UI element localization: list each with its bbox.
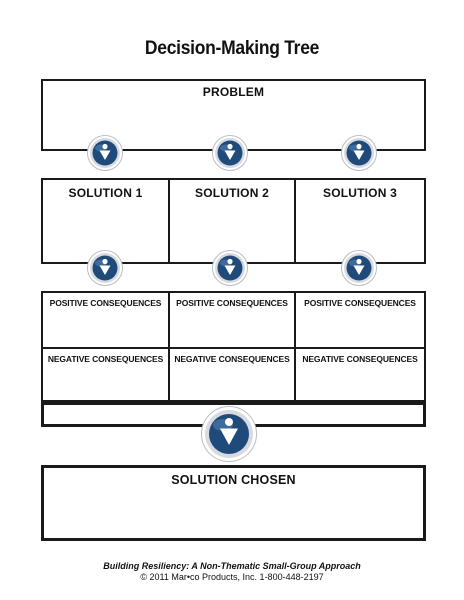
positive-consequences-label-2: POSITIVE CONSEQUENCES: [176, 298, 288, 308]
solution-2-box[interactable]: SOLUTION 2: [170, 180, 294, 262]
down-arrow-icon-large: [201, 406, 257, 462]
down-arrow-icon: [341, 135, 377, 171]
solution-1-box[interactable]: SOLUTION 1: [43, 180, 168, 262]
negative-consequences-label-2: NEGATIVE CONSEQUENCES: [174, 354, 290, 364]
down-arrow-icon: [341, 250, 377, 286]
down-arrow-icon: [212, 250, 248, 286]
consequence-divider-1: [168, 293, 170, 400]
solutions-row: SOLUTION 1 SOLUTION 2 SOLUTION 3: [41, 178, 426, 264]
negative-consequences-2[interactable]: NEGATIVE CONSEQUENCES: [170, 349, 294, 400]
positive-consequences-1[interactable]: POSITIVE CONSEQUENCES: [43, 293, 168, 347]
consequence-row-divider: [43, 347, 424, 349]
positive-consequences-label-1: POSITIVE CONSEQUENCES: [49, 298, 162, 308]
positive-consequences-label-3: POSITIVE CONSEQUENCES: [304, 298, 416, 308]
negative-consequences-label-3: NEGATIVE CONSEQUENCES: [302, 354, 418, 364]
page-title: Decision-Making Tree: [144, 38, 320, 59]
negative-consequences-3[interactable]: NEGATIVE CONSEQUENCES: [296, 349, 424, 400]
positive-consequences-3[interactable]: POSITIVE CONSEQUENCES: [296, 293, 424, 347]
solution-3-box[interactable]: SOLUTION 3: [296, 180, 424, 262]
solution-divider-1: [168, 180, 170, 262]
problem-label: PROBLEM: [202, 85, 265, 99]
footer-copyright: © 2011 Mar•co Products, Inc. 1-800-448-2…: [140, 572, 324, 582]
down-arrow-icon: [212, 135, 248, 171]
negative-consequences-1[interactable]: NEGATIVE CONSEQUENCES: [43, 349, 168, 400]
solution-chosen-label: SOLUTION CHOSEN: [171, 473, 296, 487]
solution-3-label: SOLUTION 3: [322, 186, 397, 200]
positive-consequences-2[interactable]: POSITIVE CONSEQUENCES: [170, 293, 294, 347]
solution-2-label: SOLUTION 2: [194, 186, 269, 200]
negative-consequences-label-1: NEGATIVE CONSEQUENCES: [47, 354, 164, 364]
down-arrow-icon: [87, 250, 123, 286]
consequence-divider-2: [294, 293, 296, 400]
footer-book-title: Building Resiliency: A Non-Thematic Smal…: [103, 561, 361, 571]
down-arrow-icon: [87, 135, 123, 171]
consequences-grid: POSITIVE CONSEQUENCES POSITIVE CONSEQUEN…: [41, 291, 426, 402]
solution-chosen-box[interactable]: SOLUTION CHOSEN: [41, 465, 426, 541]
solution-divider-2: [294, 180, 296, 262]
solution-1-label: SOLUTION 1: [68, 186, 143, 200]
